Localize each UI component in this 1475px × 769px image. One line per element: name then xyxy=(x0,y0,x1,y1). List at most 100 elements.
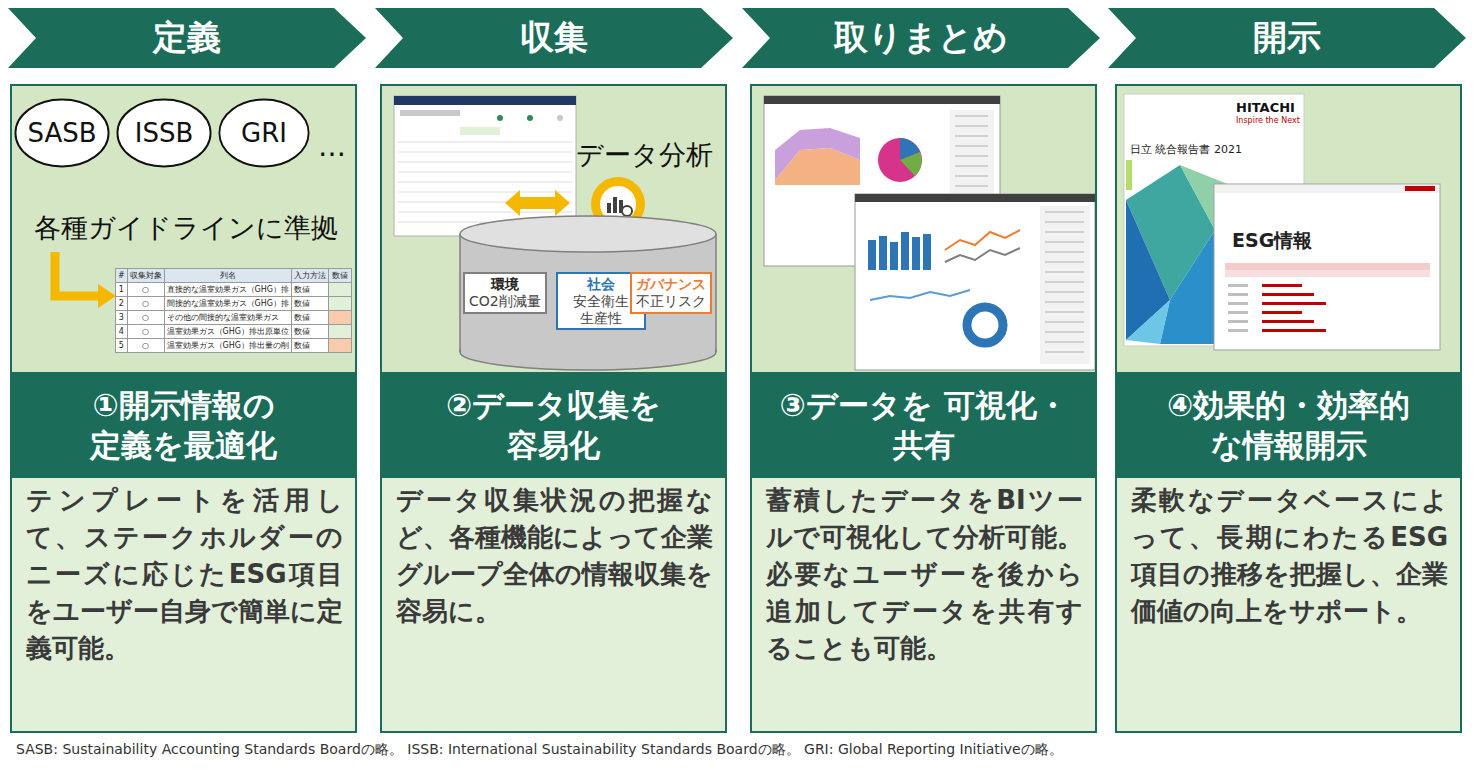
app-screenshot xyxy=(394,96,576,236)
illustration-line xyxy=(398,182,572,183)
illustration-rect xyxy=(460,127,500,135)
illustration-line xyxy=(1045,222,1084,223)
feature-panel: テンプレートを活用して、ステークホルダーのニーズに応じたESG項目をユーザー自身… xyxy=(10,84,357,733)
illustration-rect xyxy=(764,96,1000,104)
illustration-rect xyxy=(879,236,887,270)
illustration-polyline xyxy=(945,230,1020,250)
illustration-rect xyxy=(1115,478,1462,733)
illustration-path xyxy=(55,252,100,296)
table-header: #収集対象列名入力方法数値 xyxy=(115,269,351,283)
double-arrow xyxy=(505,190,570,216)
table-cell: # xyxy=(115,269,127,283)
category-tab: ガバナンス不正リスク xyxy=(630,272,712,314)
body-text: データ収集状況の把握など、各種機能によって企業グループ全体の情報収集を容易に。 xyxy=(396,482,713,630)
illustration-rect xyxy=(10,478,357,733)
illustration-rect xyxy=(380,478,727,733)
step-chevron: 収集 xyxy=(375,8,733,68)
illustration-line xyxy=(459,234,461,352)
illustration-line xyxy=(398,192,572,193)
table-cell: ○ xyxy=(127,297,164,311)
step-chevron: 開示 xyxy=(1108,8,1466,68)
illustration-line xyxy=(1045,212,1084,213)
illustration-rect xyxy=(1405,186,1435,191)
illustration-rect xyxy=(1262,302,1326,305)
illustration-line xyxy=(1045,352,1084,353)
table-cell: 数値 xyxy=(292,283,329,297)
feature-panel: データ収集状況の把握など、各種機能によって企業グループ全体の情報収集を容易に。②… xyxy=(380,84,727,733)
illustration-circle xyxy=(622,206,632,216)
table-cell: 3 xyxy=(115,311,127,325)
item-table: #収集対象列名入力方法数値1○直接的な温室効果ガス（GHG）排数値2○間接的な温… xyxy=(115,268,352,353)
category-tab: 環境CO2削減量 xyxy=(463,272,547,314)
illustration-rect xyxy=(1262,320,1314,323)
tab-heading: 環境 xyxy=(469,276,541,293)
bi-screenshot xyxy=(764,96,1095,370)
chevron-fill xyxy=(8,8,366,68)
value-cell xyxy=(329,339,352,353)
illustration-rect xyxy=(1262,284,1302,287)
ellipse-outline xyxy=(15,100,108,167)
illustration-rect xyxy=(750,478,1097,733)
web-page-screenshot xyxy=(1214,184,1440,350)
illustration-rect xyxy=(855,194,1095,370)
illustration-rect xyxy=(1262,311,1302,314)
illustration-rect xyxy=(1115,84,1462,372)
illustration-g xyxy=(868,232,931,270)
node-text: 定義 xyxy=(153,15,221,61)
illustration-ellipse xyxy=(460,216,716,252)
table-cell: 2 xyxy=(115,297,127,311)
illustration-rect xyxy=(1214,184,1440,350)
illustration-polygon xyxy=(98,284,116,308)
illustration-rect xyxy=(1225,263,1430,270)
standard-ellipse: ISSB xyxy=(116,98,212,168)
body-text: 蓄積したデータをBIツールで可視化して分析可能。必要なユーザーを後から追加してデ… xyxy=(766,482,1083,667)
illustration-rect xyxy=(400,110,460,116)
illustration-polygon xyxy=(505,190,570,216)
illustration-line xyxy=(398,212,572,213)
illustration-line xyxy=(398,162,572,163)
brand-slogan: Inspire the Next xyxy=(1236,116,1300,125)
illustration-line xyxy=(1045,322,1084,323)
feature-panel: 柔軟なデータベースによって、長期にわたるESG項目の推移を把握し、企業価値の向上… xyxy=(1115,84,1462,733)
illustration-line xyxy=(1045,342,1084,343)
illustration-line xyxy=(398,142,572,143)
illustration-rect xyxy=(10,84,357,372)
table-cell: ○ xyxy=(127,339,164,353)
illustration-rect xyxy=(890,242,898,270)
feature-panel: 蓄積したデータをBIツールで可視化して分析可能。必要なユーザーを後から追加してデ… xyxy=(750,84,1097,733)
table-cell: ○ xyxy=(127,325,164,339)
table-cell: 収集対象 xyxy=(127,269,164,283)
database-cylinder xyxy=(460,216,716,370)
guideline-note: 各種ガイドラインに準拠 xyxy=(34,210,338,246)
illustration-polygon xyxy=(1160,230,1220,344)
body-text: テンプレートを活用して、ステークホルダーのニーズに応じたESG項目をユーザー自身… xyxy=(26,482,343,667)
table-cell: 直接的な温室効果ガス（GHG）排 xyxy=(164,283,291,297)
illustration-polyline xyxy=(945,248,1020,262)
node-text: ③データを 可視化・共有 xyxy=(774,385,1074,466)
tab-heading: 社会 xyxy=(562,276,640,293)
illustration-line xyxy=(715,234,717,352)
guide-arrow xyxy=(55,252,116,308)
table-row: 5○温室効果ガス（GHG）排出量の削数値 xyxy=(115,339,351,353)
illustration-g xyxy=(1045,212,1084,352)
illustration-circle xyxy=(497,115,503,121)
table-cell: その他の間接的な温室効果ガス xyxy=(164,311,291,325)
table-cell: 列名 xyxy=(164,269,291,283)
value-cell xyxy=(329,297,352,311)
node-text: 開示 xyxy=(1253,15,1321,61)
body-text: 柔軟なデータベースによって、長期にわたるESG項目の推移を把握し、企業価値の向上… xyxy=(1131,482,1448,630)
illustration-rect xyxy=(607,203,611,213)
illustration-line xyxy=(398,172,572,173)
tab-item: 安全衛生 生産性 xyxy=(562,293,640,327)
value-cell xyxy=(329,283,352,297)
node-text: ISSB xyxy=(135,118,194,148)
illustration-line xyxy=(955,166,988,167)
illustration-line xyxy=(955,136,988,137)
illustration-rect xyxy=(613,197,617,213)
illustration-line xyxy=(955,186,988,187)
footnote: SASB: Sustainability Accounting Standard… xyxy=(16,741,1063,759)
illustration-polygon xyxy=(1126,300,1170,344)
illustration-rect xyxy=(1228,284,1248,287)
illustration-line xyxy=(1045,292,1084,293)
illustration-circle xyxy=(878,138,922,182)
